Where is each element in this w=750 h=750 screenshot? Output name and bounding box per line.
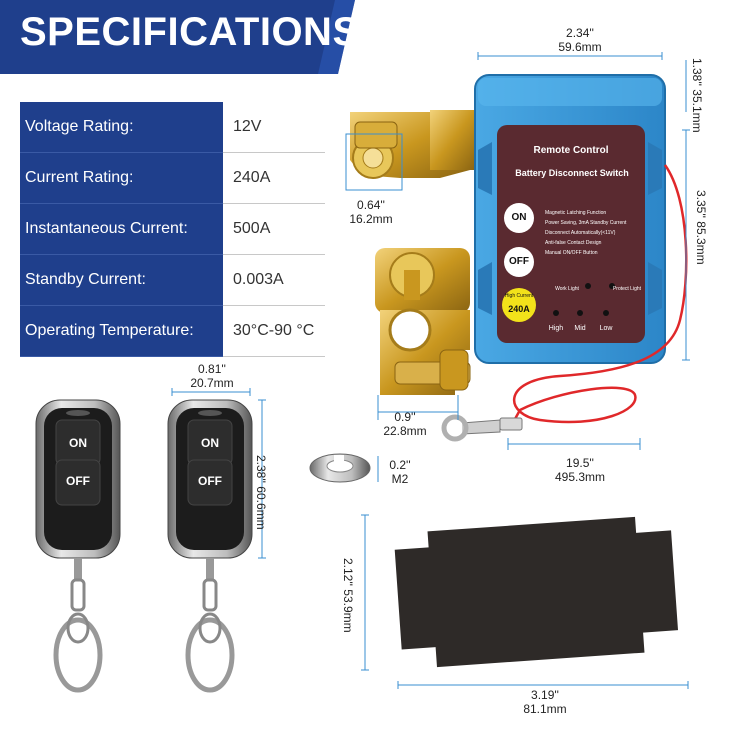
spec-value: 30°C-90 °C <box>223 305 325 357</box>
remote-left-off-button[interactable]: OFF <box>66 474 90 488</box>
remote-right-off-button[interactable]: OFF <box>198 474 222 488</box>
level-low: Low <box>599 325 613 332</box>
remote-right <box>167 399 253 693</box>
table-row: Voltage Rating: 12V <box>20 102 325 153</box>
bottom-terminal-clamp <box>375 248 471 395</box>
spec-label: Operating Temperature: <box>20 305 223 357</box>
device-header-1: Remote Control <box>533 145 609 156</box>
high-current-value: 240A <box>508 304 530 314</box>
pad-height-dimension: 2.12'' 53.9mm <box>341 558 355 633</box>
spec-value: 0.003A <box>223 254 325 306</box>
box-height-dimension: 3.35'' 85.3mm <box>694 190 708 265</box>
device-off-button[interactable]: OFF <box>509 256 529 267</box>
list-item: Disconnect Automatically(<11V) <box>545 230 616 236</box>
washer <box>309 453 371 483</box>
washer-dimension: 0.2''M2 <box>389 458 411 486</box>
pad-width-dimension: 3.19''81.1mm <box>523 688 567 716</box>
spec-value: 240A <box>223 152 325 204</box>
spec-label: Voltage Rating: <box>20 102 223 153</box>
list-item: Anti-false Contact Design <box>545 240 602 246</box>
table-row: Operating Temperature: 30°C-90 °C <box>20 305 325 357</box>
table-row: Instantaneous Current: 500A <box>20 203 325 255</box>
spec-label: Current Rating: <box>20 152 223 204</box>
spec-value: 12V <box>223 102 325 153</box>
spec-label: Instantaneous Current: <box>20 203 223 255</box>
page-title: SPECIFICATIONS <box>20 10 360 54</box>
clamp-width-dimension: 0.9''22.8mm <box>383 410 427 438</box>
device-header-2: Battery Disconnect Switch <box>515 168 629 178</box>
rubber-pad <box>394 516 679 668</box>
high-current-label: High Current <box>504 293 534 299</box>
remote-left-on-button[interactable]: ON <box>69 436 87 450</box>
table-row: Current Rating: 240A <box>20 152 325 204</box>
title-banner <box>0 0 355 74</box>
red-wire <box>441 164 688 442</box>
remote-right-on-button[interactable]: ON <box>201 436 219 450</box>
cable-length-dimension: 19.5''495.3mm <box>554 456 606 484</box>
level-high: High <box>548 325 564 332</box>
post-diameter-dimension: 0.64''16.2mm <box>349 198 393 226</box>
feature-list: Magnetic Latching Function Power Saving,… <box>545 208 643 258</box>
dimension-lines <box>171 52 690 689</box>
protect-light-label: Protect Light <box>612 286 642 292</box>
spec-label: Standby Current: <box>20 254 223 306</box>
level-mid: Mid <box>574 325 586 332</box>
box-width-dimension: 2.34''59.6mm <box>558 26 602 54</box>
remote-width-dimension: 0.81''20.7mm <box>190 362 234 390</box>
remote-left <box>35 399 121 693</box>
work-light-label: Work Light <box>555 286 579 292</box>
spec-value: 500A <box>223 203 325 255</box>
remote-height-dimension: 2.38'' 60.6mm <box>254 455 268 530</box>
table-row: Standby Current: 0.003A <box>20 254 325 306</box>
box-depth-dimension: 1.38'' 35.1mm <box>690 58 704 133</box>
top-terminal-clamp <box>350 110 475 179</box>
list-item: Magnetic Latching Function <box>545 210 607 216</box>
control-box <box>474 74 666 364</box>
specs-table: Voltage Rating: 12V Current Rating: 240A… <box>20 102 325 357</box>
list-item: Power Saving, 3mA Standby Current <box>545 220 627 226</box>
device-on-button[interactable]: ON <box>511 212 527 223</box>
list-item: Manual ON/OFF Button <box>545 250 598 256</box>
